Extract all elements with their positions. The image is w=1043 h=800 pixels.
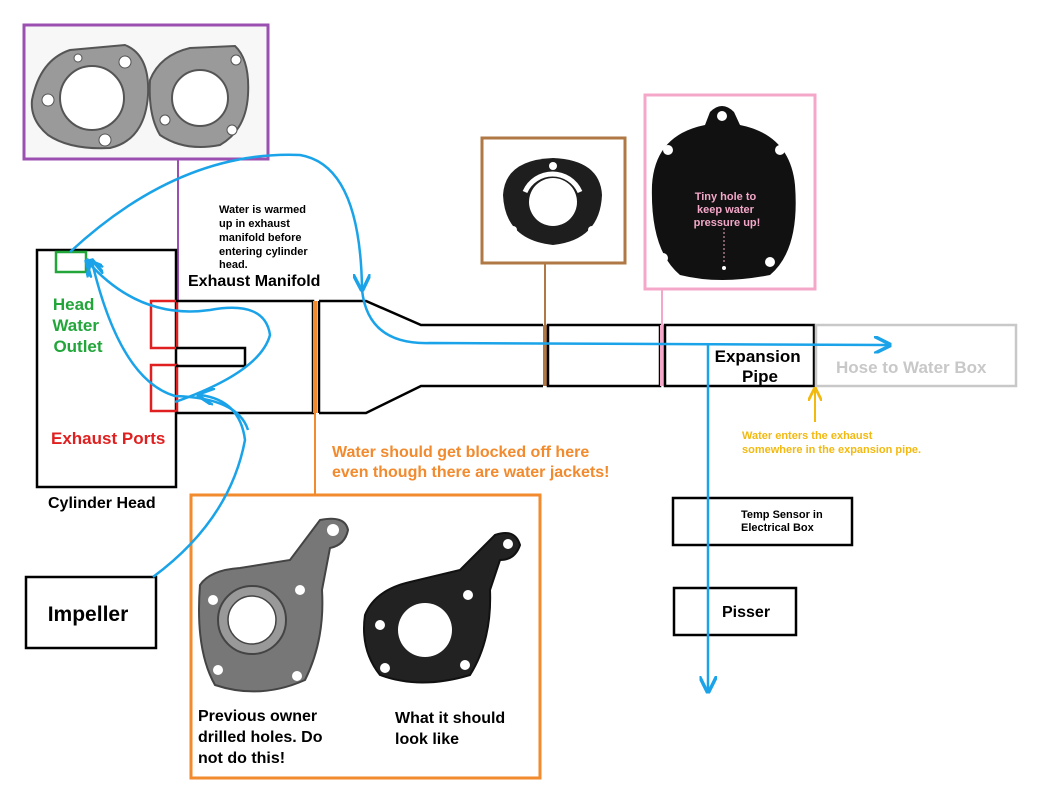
expansion-pipe-box xyxy=(663,323,816,388)
pink-gasket-box xyxy=(643,93,817,291)
exhaust-pipe-taper xyxy=(317,299,543,415)
svg-text:Temp Sensor in Electrical: Temp Sensor in Electrical Box xyxy=(741,509,826,534)
water-enters-note-1: Water enters the exhaust xyxy=(742,430,873,442)
flow-outlet-arc xyxy=(69,153,362,288)
head-water-outlet-label-1: Head xyxy=(53,295,95,314)
pisser-box xyxy=(672,586,798,637)
impeller-box xyxy=(24,575,158,650)
head-water-outlet-label-3: Outlet xyxy=(53,337,102,356)
flow-manifold-loop-1 xyxy=(92,262,250,431)
exhaust-manifold-label: Exhaust Manifold xyxy=(188,273,320,290)
water-warmed-note-3: manifold before xyxy=(219,232,302,244)
head-water-outlet-label-2: Water xyxy=(52,316,99,335)
expansion-pipe-label-1: Expansion xyxy=(715,347,801,366)
svg-text:Water should get blocked off h: Water should get blocked off here even t… xyxy=(332,444,609,481)
hose-to-water-box xyxy=(814,323,1018,388)
purple-gasket-box xyxy=(22,23,270,161)
should-look-note-2: look like xyxy=(395,731,459,748)
svg-text:Water enters the exhaust s: Water enters the exhaust somewhere in th… xyxy=(742,430,921,456)
svg-text:What it should look like: What it should look like xyxy=(395,710,510,748)
water-warmed-note-4: entering cylinder xyxy=(219,246,308,258)
orange-gasket-box xyxy=(189,493,542,780)
expansion-pipe-label-2: Pipe xyxy=(742,367,778,386)
svg-text:Expansion Pipe: Expansion Pipe xyxy=(715,347,806,386)
temp-sensor-box xyxy=(671,496,854,547)
blocked-off-note-1: Water should get blocked off here xyxy=(332,444,589,461)
exhaust-manifold-shape xyxy=(176,299,315,415)
head-water-outlet-port xyxy=(54,250,88,274)
exhaust-ports-label: Exhaust Ports xyxy=(51,429,165,448)
water-enters-note-2: somewhere in the expansion pipe. xyxy=(742,444,921,456)
brown-gasket-box xyxy=(480,136,627,265)
flow-exhaust-to-hose xyxy=(360,289,888,345)
svg-text:Head Water Outlet: Head Water Outlet xyxy=(52,295,103,356)
tiny-hole-note-2: keep water xyxy=(697,204,755,216)
flow-manifold-loop-2 xyxy=(88,262,272,404)
cylinder-head-box xyxy=(35,248,178,489)
tiny-hole-note-3: pressure up! xyxy=(694,217,761,229)
water-flow-lines xyxy=(69,153,888,690)
exhaust-port-lower xyxy=(149,363,179,413)
mid-pipe-section xyxy=(546,323,662,388)
exhaust-port-upper xyxy=(149,299,179,350)
flow-impeller-to-manifold xyxy=(152,395,247,579)
water-warmed-note-2: up in exhaust xyxy=(219,218,290,230)
svg-text:Tiny hole to keep water: Tiny hole to keep water pressure up! xyxy=(694,191,761,229)
should-look-note-1: What it should xyxy=(395,710,505,727)
expansion-gasket-icon xyxy=(651,106,796,280)
temp-sensor-label-1: Temp Sensor in xyxy=(741,509,823,521)
blocked-off-note-2: even though there are water jackets! xyxy=(332,464,609,481)
previous-owner-note-1: Previous owner xyxy=(198,708,317,725)
temp-sensor-label-2: Electrical Box xyxy=(741,522,815,534)
pisser-label: Pisser xyxy=(722,604,770,621)
svg-text:Water is warmed up in exha: Water is warmed up in exhaust manifold b… xyxy=(219,204,311,271)
cylinder-head-label: Cylinder Head xyxy=(48,495,156,512)
hose-to-water-box-label: Hose to Water Box xyxy=(836,358,987,377)
impeller-label: Impeller xyxy=(48,603,129,626)
tiny-hole-note-1: Tiny hole to xyxy=(695,191,757,203)
water-warmed-note-1: Water is warmed xyxy=(219,204,306,216)
previous-owner-note-3: not do this! xyxy=(198,750,285,767)
previous-owner-note-2: drilled holes. Do xyxy=(198,729,323,746)
water-warmed-note-5: head. xyxy=(219,259,248,271)
svg-text:Previous owner drilled hol: Previous owner drilled holes. Do not do … xyxy=(198,708,327,767)
